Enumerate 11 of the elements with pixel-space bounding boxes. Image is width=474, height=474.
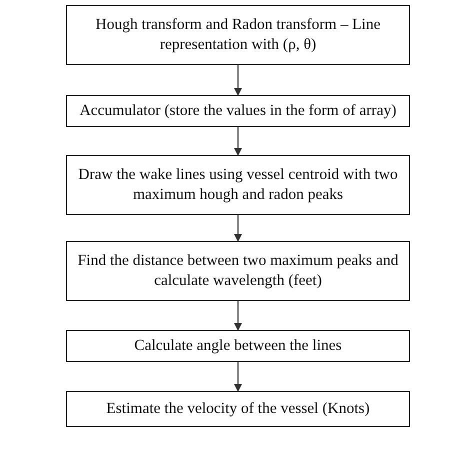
process-box: Draw the wake lines using vessel centroid with two maximum hough and radon peaks <box>66 155 410 215</box>
process-box: Hough transform and Radon transform – Line representation with (ρ, θ) <box>66 5 410 65</box>
arrow <box>234 362 242 392</box>
arrow <box>234 127 242 156</box>
arrow <box>234 215 242 242</box>
process-box: Estimate the velocity of the vessel (Knots) <box>66 391 410 427</box>
arrow <box>234 65 242 96</box>
process-box: Find the distance between two maximum peaks and calculate wavelength (feet) <box>66 241 410 301</box>
process-box: Accumulator (store the values in the form of array) <box>66 95 410 127</box>
arrow <box>234 301 242 331</box>
process-box: Calculate angle between the lines <box>66 330 410 362</box>
